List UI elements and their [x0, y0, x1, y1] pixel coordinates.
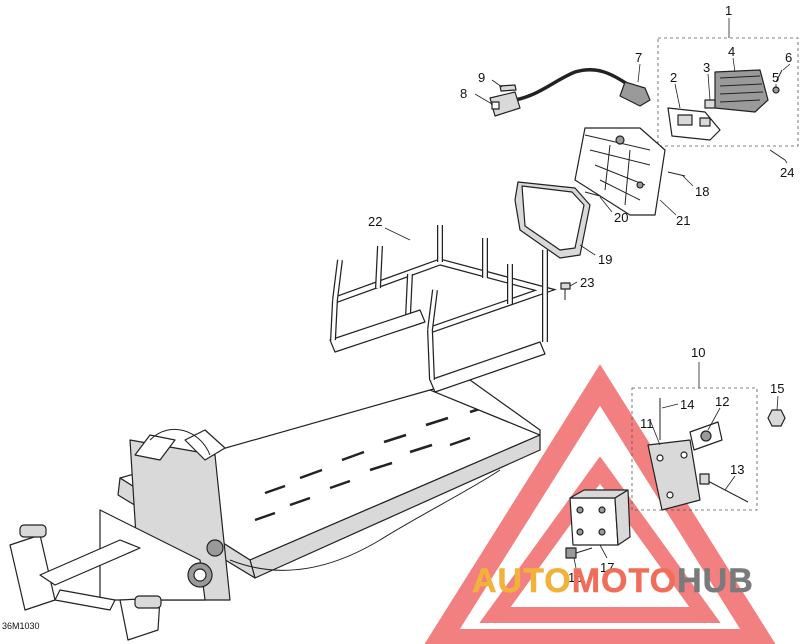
watermark-text: AUTOMOTOHUB: [472, 562, 754, 601]
chassis-frame: [9, 379, 541, 641]
wiring-harness: [489, 67, 651, 117]
clip-9: [499, 84, 517, 92]
callout-18: 18: [695, 184, 709, 199]
watermark-word-moto: MOTO: [572, 562, 677, 600]
callout-23: 23: [580, 275, 594, 290]
group-1-box: [657, 37, 799, 147]
gasket-2: [667, 107, 721, 141]
lamp-4: [714, 69, 769, 113]
callout-8: 8: [460, 86, 467, 101]
screw-6: [775, 69, 783, 83]
callout-7: 7: [635, 50, 642, 65]
callout-21: 21: [676, 213, 690, 228]
callout-9: 9: [478, 70, 485, 85]
callout-20: 20: [614, 210, 628, 225]
bolt-16: [565, 547, 593, 559]
callout-19: 19: [598, 252, 612, 267]
diagram-code: 36M1030: [2, 621, 40, 631]
screw-24: [769, 149, 786, 161]
bulb-3: [704, 99, 716, 109]
callout-6: 6: [785, 50, 792, 65]
watermark-triangle-inner: [479, 456, 721, 623]
watermark-logo: [424, 364, 776, 644]
hitch-bracket-12: [689, 421, 723, 451]
callout-1: 1: [725, 3, 732, 18]
callout-3: 3: [703, 60, 710, 75]
luggage-rack: [329, 222, 557, 393]
group-10-box: [631, 387, 758, 511]
callout-15: 15: [770, 381, 784, 396]
block-17: [569, 489, 631, 546]
tail-light-housing-21: [574, 127, 666, 216]
hitch-plate-11: [647, 439, 701, 511]
watermark-word-auto: AUTO: [472, 562, 572, 600]
callout-11: 11: [640, 416, 654, 431]
svg-text:AUTOMOTOHUB: AUTOMOTOHUB: [472, 562, 754, 600]
nut-15: [767, 409, 786, 427]
screw-20: [584, 191, 601, 197]
screw-18: [667, 171, 686, 177]
callout-13: 13: [730, 462, 744, 477]
watermark-word-hub: HUB: [677, 562, 754, 600]
callout-16: 16: [568, 570, 582, 585]
callout-24: 24: [780, 165, 794, 180]
leader-lines: [384, 18, 791, 569]
watermark-triangle-outer: [424, 364, 776, 644]
callout-22: 22: [368, 214, 382, 229]
bolt-23: [560, 282, 571, 300]
callout-17: 17: [600, 560, 614, 575]
callout-12: 12: [715, 394, 729, 409]
callout-2: 2: [670, 70, 677, 85]
callout-4: 4: [728, 44, 735, 59]
callout-5: 5: [772, 70, 779, 85]
callout-labels: 1 2 3 4 5 6 7 8 9 10 11 12 13 14 15 16 1…: [2, 3, 794, 631]
bolt-13: [699, 473, 749, 503]
lens-19: [514, 181, 591, 259]
callout-10: 10: [691, 345, 705, 360]
callout-14: 14: [680, 397, 694, 412]
